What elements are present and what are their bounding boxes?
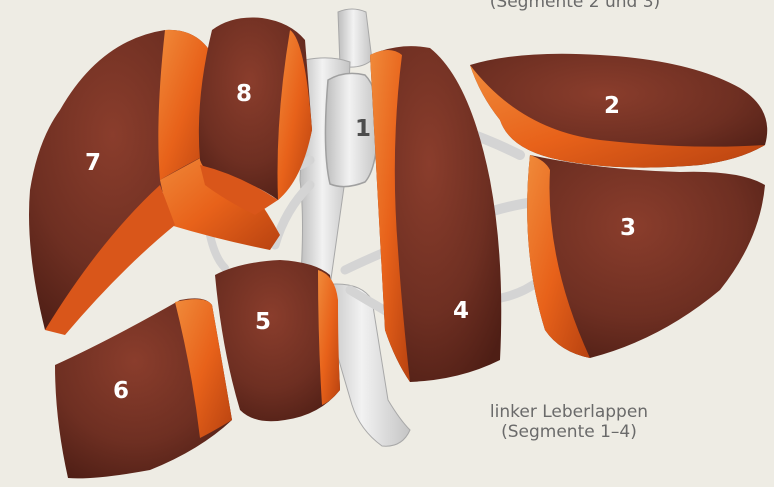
segment-label-8: 8 [236,81,252,107]
vena-cava-top [338,9,372,67]
segment-4 [370,46,501,382]
segment-label-4: 4 [453,298,469,324]
segment-label-7: 7 [85,150,101,176]
caption-left-lobe-segments: (Segmente 1–4) [462,422,676,442]
branch-to-5b [210,235,225,268]
caption-left-lobe-title: linker Leberlappen [462,402,676,422]
segment-label-6: 6 [113,378,129,404]
caption-left-lobe-segments-2-3: (Segmente 2 und 3) [470,0,680,12]
caption-top-text: (Segmente 2 und 3) [470,0,680,12]
segment-label-5: 5 [255,309,271,335]
segment-label-2: 2 [604,93,620,119]
segment-label-1: 1 [355,116,371,142]
segment-label-3: 3 [620,215,636,241]
segment-8 [199,18,312,216]
segment-6 [55,298,232,478]
caption-left-lobe: linker Leberlappen (Segmente 1–4) [462,402,676,442]
segment-3 [527,155,765,358]
segment-5 [215,260,340,421]
